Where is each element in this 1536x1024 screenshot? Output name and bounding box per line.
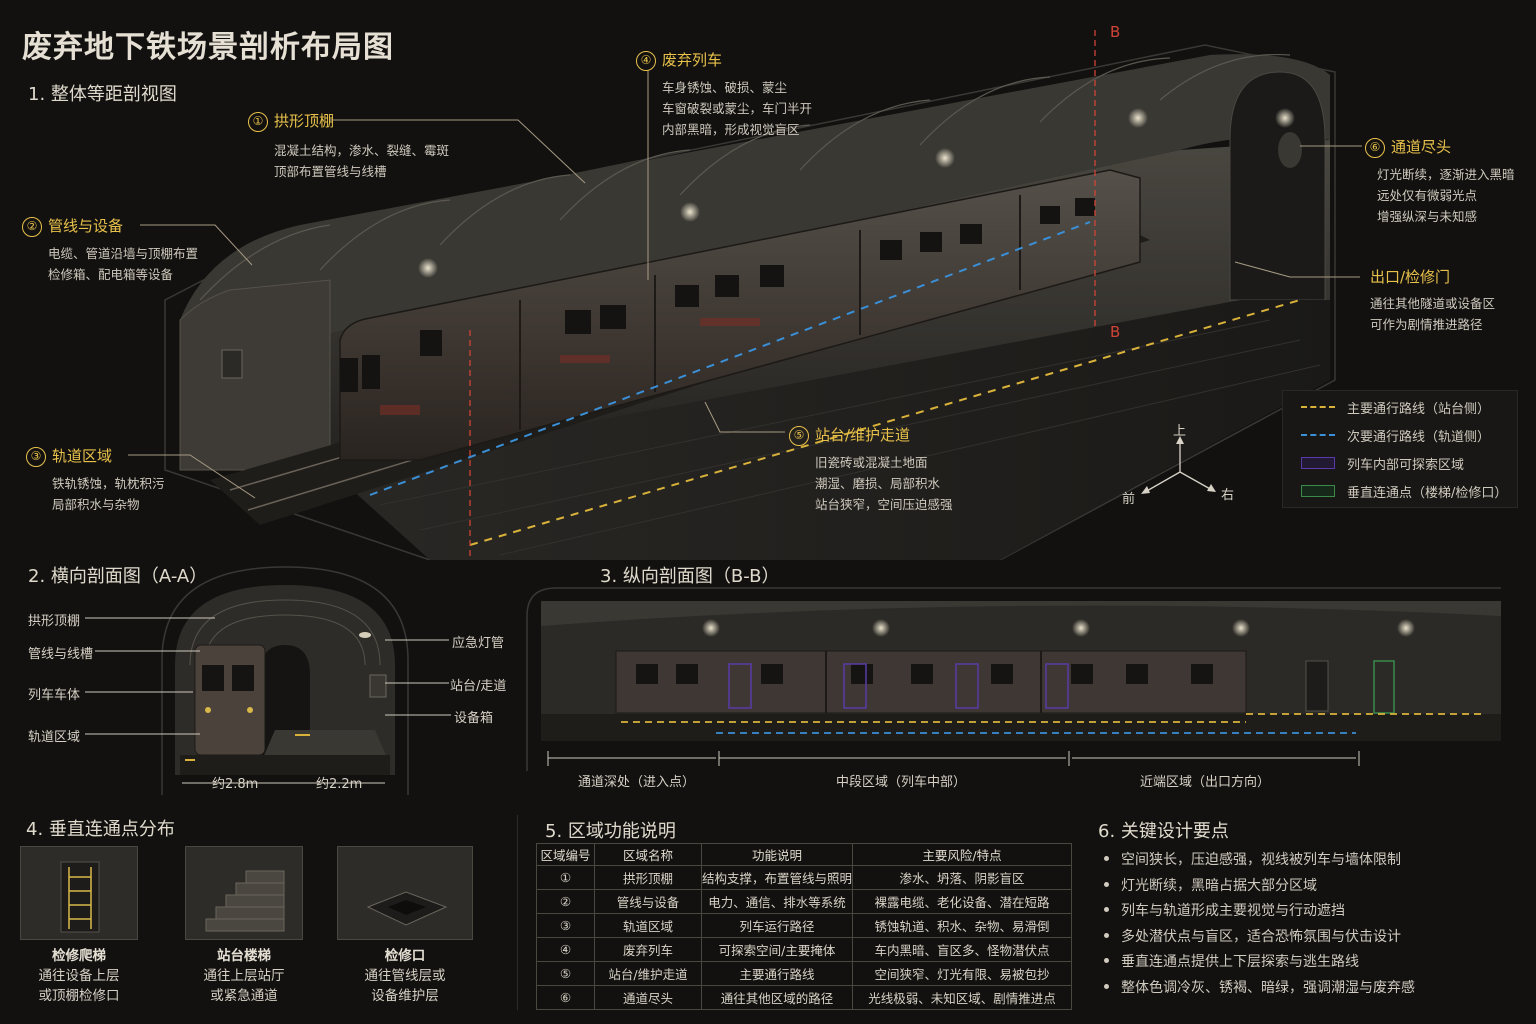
cross-section-a-illustration xyxy=(161,566,409,795)
s3-zone-deep: 通道深处（进入点） xyxy=(578,775,696,790)
list-item: 列车与轨道形成主要视觉与行动遮挡 xyxy=(1104,899,1415,925)
list-item: 整体色调冷灰、锈褐、暗绿，强调潮湿与废弃感 xyxy=(1104,976,1415,1002)
axis-right-label: 右 xyxy=(1221,488,1235,503)
s2-label-walkway: 站台/走道 xyxy=(450,679,507,694)
section5-label: 5. 区域功能说明 xyxy=(545,821,676,842)
longitudinal-section-b-illustration xyxy=(526,587,1501,771)
caption-ladder: 检修爬梯通往设备上层或顶棚检修口 xyxy=(38,948,120,1004)
legend-item-vertical-access: 垂直连通点（楼梯/检修口） xyxy=(1301,477,1517,505)
b-marker-bottom: B xyxy=(1110,323,1120,341)
ladder-icon xyxy=(60,861,100,933)
s2-label-equip-box: 设备箱 xyxy=(454,711,494,726)
page-title: 废弃地下铁场景剖析布局图 xyxy=(22,30,394,65)
axis-up-label: 上 xyxy=(1173,424,1187,439)
s2-leader-lines xyxy=(85,617,451,735)
s2-label-lamp: 应急灯管 xyxy=(452,636,505,651)
list-item: 垂直连通点提供上下层探索与逃生路线 xyxy=(1104,950,1415,976)
list-item: 灯光断续，黑暗占据大部分区域 xyxy=(1104,874,1415,900)
s2-label-pipes: 管线与线槽 xyxy=(28,647,94,662)
caption-hatch: 检修口通往管线层或设备维护层 xyxy=(364,948,446,1004)
section2-label: 2. 横向剖面图（A-A） xyxy=(28,566,208,587)
legend-item-main-route: 主要通行路线（站台侧） xyxy=(1301,393,1517,421)
annotation-exit-door: 出口/检修门 通往其他隧道或设备区可作为剧情推进路径 xyxy=(1370,268,1496,332)
s2-dim-left: 约2.8m xyxy=(212,777,259,792)
thumb-stairs xyxy=(185,846,303,940)
list-item: 空间狭长，压迫感强，视线被列车与墙体限制 xyxy=(1104,848,1415,874)
stairs-icon xyxy=(205,870,285,932)
table-header-row: 区域编号区域名称 功能说明主要风险/特点 xyxy=(536,843,1072,866)
legend: 主要通行路线（站台侧） 次要通行路线（轨道侧） 列车内部可探索区域 垂直连通点（… xyxy=(1282,390,1518,508)
thumb-hatch xyxy=(337,846,473,940)
list-item: 多处潜伏点与盲区，适合恐怖氛围与伏击设计 xyxy=(1104,925,1415,951)
s2-label-train-body: 列车车体 xyxy=(28,688,81,703)
isometric-cutaway-illustration: B B A xyxy=(128,23,1362,560)
axis-front-label: 前 xyxy=(1122,492,1136,507)
s2-label-track: 轨道区域 xyxy=(28,730,81,745)
hatch-icon xyxy=(366,891,448,926)
s3-zone-near: 近端区域（出口方向） xyxy=(1140,775,1271,790)
caption-stairs: 站台楼梯通往上层站厅或紧急通道 xyxy=(203,948,285,1004)
s2-label-arch: 拱形顶棚 xyxy=(28,614,81,629)
section1-label: 1. 整体等距剖视图 xyxy=(28,84,177,105)
s2-dim-right: 约2.2m xyxy=(316,777,363,792)
section4-label: 4. 垂直连通点分布 xyxy=(26,819,175,840)
section6-label: 6. 关键设计要点 xyxy=(1098,821,1229,842)
divider xyxy=(517,815,518,1010)
section3-label: 3. 纵向剖面图（B-B） xyxy=(600,566,780,587)
thumb-ladder xyxy=(20,846,138,940)
design-points-list: 空间狭长，压迫感强，视线被列车与墙体限制 灯光断续，黑暗占据大部分区域 列车与轨… xyxy=(1104,848,1415,1001)
b-marker-top: B xyxy=(1110,23,1120,41)
s3-zone-middle: 中段区域（列车中部） xyxy=(836,775,967,790)
legend-item-secondary-route: 次要通行路线（轨道侧） xyxy=(1301,421,1517,449)
legend-item-train-interior: 列车内部可探索区域 xyxy=(1301,449,1517,477)
